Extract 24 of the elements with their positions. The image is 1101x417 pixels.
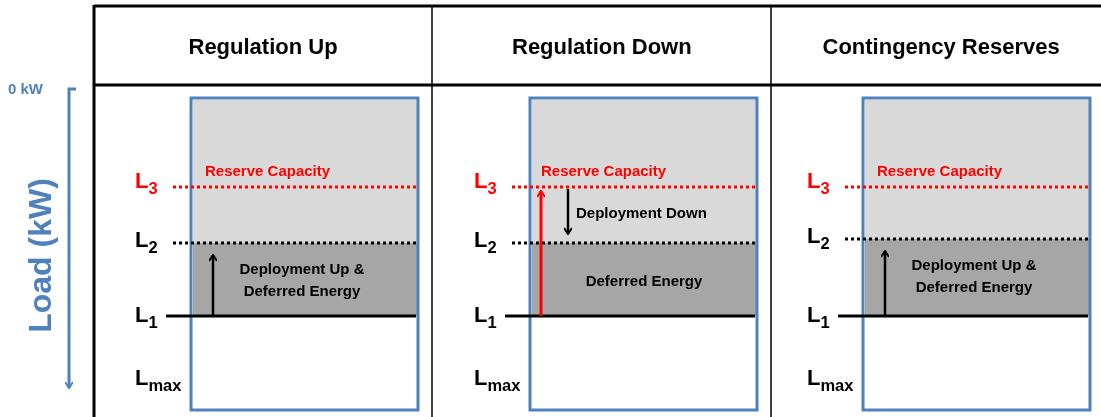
level-label: L$_{max}$ <box>807 365 854 395</box>
column-header: Regulation Down <box>512 34 692 60</box>
band-label: Reserve Capacity <box>541 162 667 179</box>
axis-label: 0 kW <box>8 80 43 97</box>
band-label: Deployment Up & Deferred Energy <box>910 255 1038 297</box>
level-label: L$_{1}$ <box>135 302 158 332</box>
band-label: Deferred Energy <box>584 271 704 291</box>
band-label: Deployment Up & Deferred Energy <box>238 259 366 301</box>
band-label: Reserve Capacity <box>205 162 331 179</box>
level-label: L$_{2}$ <box>807 223 830 253</box>
level-label: L$_{max}$ <box>135 365 182 395</box>
level-label: L$_{3}$ <box>474 168 497 198</box>
band-label: Reserve Capacity <box>877 162 1003 179</box>
column-header: Contingency Reserves <box>822 34 1060 60</box>
band-label: Deployment Down <box>576 203 708 223</box>
level-label: L$_{max}$ <box>474 365 521 395</box>
axis-title: Load (kW) <box>21 177 59 333</box>
level-label: L$_{1}$ <box>807 302 830 332</box>
level-label: L$_{3}$ <box>807 168 830 198</box>
level-label: L$_{3}$ <box>135 168 158 198</box>
level-label: L$_{1}$ <box>474 302 497 332</box>
level-label: L$_{2}$ <box>474 227 497 257</box>
level-label: L$_{2}$ <box>135 227 158 257</box>
column-header: Regulation Up <box>188 34 338 60</box>
